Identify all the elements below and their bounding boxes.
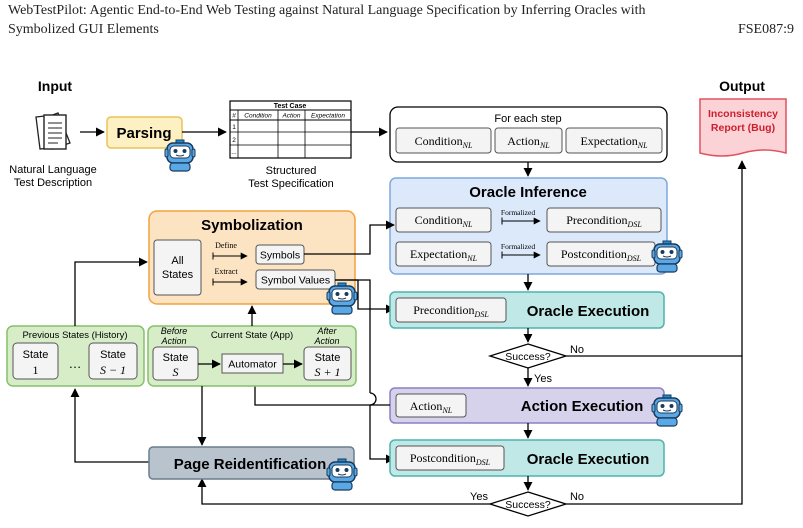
header-title-line1: WebTestPilot: Agentic End-to-End Web Tes… <box>8 3 646 18</box>
yes-label-2: Yes <box>470 491 488 503</box>
test-case-row-2: 2 <box>232 137 236 144</box>
svg-text:ConditionNL: ConditionNL <box>415 213 473 229</box>
robot-icon <box>164 139 196 172</box>
define-label: Define <box>215 241 237 250</box>
structured-line2: Test Specification <box>248 178 334 190</box>
previous-states-label: Previous States (History) <box>22 330 127 341</box>
test-case-col-condition: Condition <box>244 113 272 120</box>
formalized-label-2: Formalized <box>501 242 535 251</box>
symbol-values-label: Symbol Values <box>261 275 330 287</box>
before-action-line2: Action <box>160 336 186 346</box>
oe1-precondition-sub: DSL <box>474 310 490 319</box>
for-each-step-label: For each step <box>494 113 561 125</box>
output-label: Output <box>719 78 765 94</box>
oi-condition-base: Condition <box>415 213 463 227</box>
nl-desc-line1: Natural Language <box>9 164 96 176</box>
robot-icon <box>326 458 358 491</box>
automator-label: Automator <box>228 359 277 371</box>
symbols-label: Symbols <box>260 250 300 262</box>
step-expectation-base: Expectation <box>580 134 637 148</box>
header-page-ref: FSE087:9 <box>737 22 794 37</box>
step-condition-base: Condition <box>415 134 463 148</box>
history-ellipsis: … <box>69 356 82 371</box>
oracle-inference-label: Oracle Inference <box>469 184 587 201</box>
state-s-value: S <box>173 365 179 379</box>
inconsistency-report-doc <box>699 98 787 157</box>
test-case-col-expectation: Expectation <box>311 113 345 120</box>
formalized-label-1: Formalized <box>501 208 535 217</box>
oracle-execution-2-label: Oracle Execution <box>527 451 650 468</box>
test-case-col-num: # <box>232 113 236 120</box>
ae-action-base: Action <box>410 399 443 413</box>
symbolization-label: Symbolization <box>201 217 303 234</box>
svg-text:ExpectationNL: ExpectationNL <box>410 247 478 263</box>
oi-expectation-base: Expectation <box>410 247 467 261</box>
step-expectation-sub: NL <box>637 141 648 150</box>
no-label-1: No <box>570 344 584 356</box>
svg-text:ConditionNL: ConditionNL <box>415 134 473 150</box>
oe2-postcondition-sub: DSL <box>475 458 491 467</box>
before-action-line1: Before <box>161 326 188 336</box>
oi-precondition-sub: DSL <box>627 220 643 229</box>
page-reidentification-box <box>148 446 355 480</box>
test-case-col-action: Action <box>281 113 300 120</box>
success-decision-2-label: Success? <box>505 499 551 511</box>
step-condition-sub: NL <box>462 141 473 150</box>
page-reidentification-label: Page Reidentification <box>174 456 327 473</box>
after-action-line1: After <box>316 326 337 336</box>
state-1-value: 1 <box>33 363 39 377</box>
svg-text:ExpectationNL: ExpectationNL <box>580 134 648 150</box>
header-title-line2: Symbolized GUI Elements <box>8 22 159 37</box>
success-decision-1-label: Success? <box>505 351 551 363</box>
svg-text:PreconditionDSL: PreconditionDSL <box>566 213 642 229</box>
yes-label-1: Yes <box>534 373 552 385</box>
svg-text:PreconditionDSL: PreconditionDSL <box>413 303 489 319</box>
step-action-base: Action <box>507 134 540 148</box>
all-label: All <box>171 255 183 267</box>
oi-expectation-sub: NL <box>466 254 477 263</box>
after-action-line2: Action <box>313 336 339 346</box>
states-label: States <box>162 269 194 281</box>
oi-postcondition-base: Postcondition <box>561 247 627 261</box>
input-label: Input <box>38 78 73 94</box>
oi-precondition-base: Precondition <box>566 213 627 227</box>
oi-postcondition-sub: DSL <box>626 254 642 263</box>
nl-desc-line2: Test Description <box>14 177 92 189</box>
oracle-execution-1-label: Oracle Execution <box>527 303 650 320</box>
oe2-postcondition-base: Postcondition <box>410 451 476 465</box>
test-case-table: Test Case # Condition Action Expectation… <box>229 100 352 159</box>
action-execution-label: Action Execution <box>521 398 644 415</box>
svg-text:ActionNL: ActionNL <box>410 399 453 415</box>
no-label-2: No <box>570 491 584 503</box>
robot-icon <box>326 282 358 315</box>
svg-text:PostconditionDSL: PostconditionDSL <box>410 451 491 467</box>
state-s-minus-1-label: State <box>100 349 126 361</box>
step-action-sub: NL <box>539 141 550 150</box>
inconsistency-line2: Report (Bug) <box>711 122 775 134</box>
extract-label: Extract <box>214 267 238 276</box>
oi-condition-sub: NL <box>462 220 473 229</box>
state-1-label: State <box>23 349 49 361</box>
svg-text:PostconditionDSL: PostconditionDSL <box>561 247 642 263</box>
state-s-label: State <box>163 352 189 364</box>
document-stack-icon <box>35 112 71 150</box>
svg-text:ActionNL: ActionNL <box>507 134 550 150</box>
test-case-row-1: 1 <box>232 124 236 131</box>
test-case-title: Test Case <box>274 103 307 110</box>
state-s-plus-1-label: State <box>315 352 341 364</box>
structured-line1: Structured <box>266 165 317 177</box>
parsing-label: Parsing <box>116 125 171 142</box>
test-case-row-3: ... <box>231 149 237 156</box>
state-s-plus-1-value: S + 1 <box>314 365 340 379</box>
state-s-minus-1-value: S − 1 <box>100 363 126 377</box>
ae-action-sub: NL <box>441 406 452 415</box>
inconsistency-line1: Inconsistency <box>708 108 778 120</box>
robot-icon <box>651 240 683 273</box>
current-state-label: Current State (App) <box>211 330 293 341</box>
robot-icon <box>651 394 683 427</box>
oe1-precondition-base: Precondition <box>413 303 474 317</box>
success-decision-2 <box>487 491 569 517</box>
